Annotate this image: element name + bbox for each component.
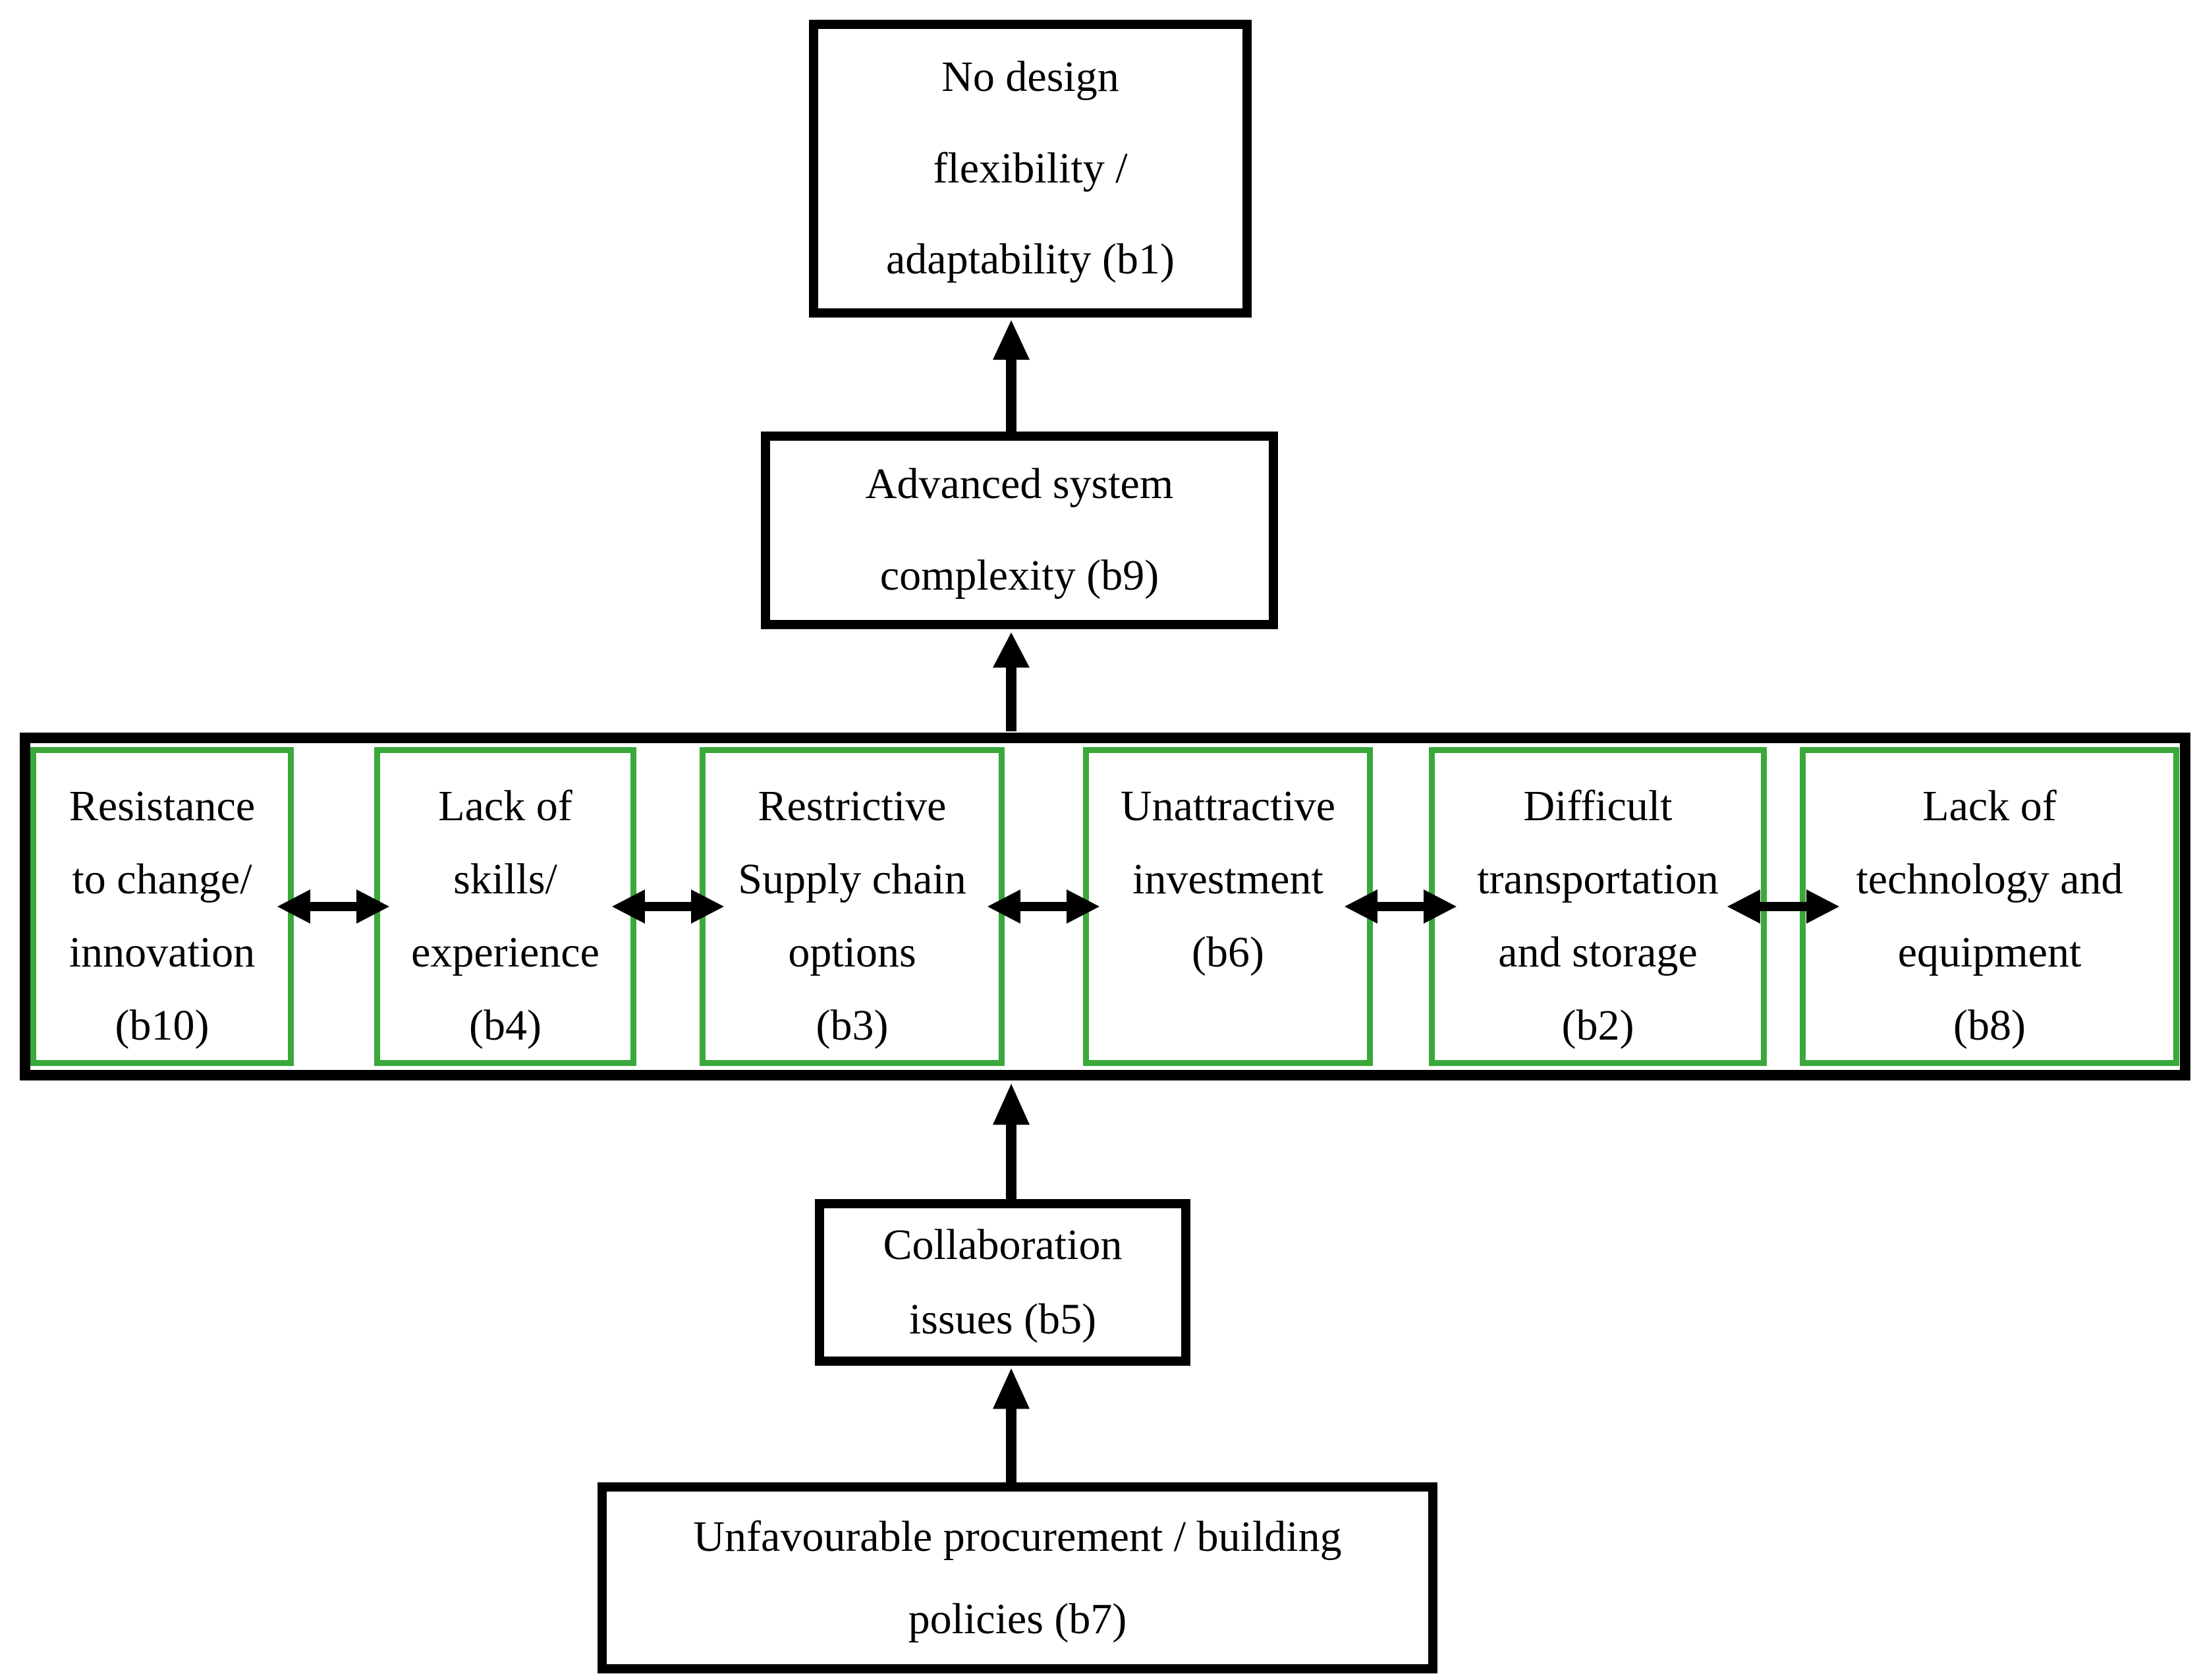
node-b1: No design flexibility / adaptability (b1…: [809, 20, 1252, 318]
arrow-b7-to-b5-icon: [993, 1368, 1030, 1482]
barrier-box-b4: Lack of skills/ experience (b4): [374, 747, 636, 1066]
barrier-box-b10: Resistance to change/ innovation (b10): [30, 747, 294, 1066]
barrier-box-b8: Lack of technology and equipment (b8): [1800, 747, 2179, 1066]
barrier-b4-label: Lack of skills/ experience (b4): [411, 782, 599, 1050]
double-arrow-b6-b2-icon: [1345, 889, 1457, 924]
barrier-box-b6: Unattractive investment (b6): [1083, 747, 1373, 1066]
double-arrow-b10-b4-icon: [277, 889, 389, 924]
barrier-box-b2: Difficult transportation and storage (b2…: [1429, 747, 1767, 1066]
double-arrow-b2-b8-icon: [1727, 889, 1839, 924]
double-arrow-b3-b6-icon: [987, 889, 1099, 924]
barrier-b8-label: Lack of technology and equipment (b8): [1856, 782, 2123, 1050]
node-b7: Unfavourable procurement / building poli…: [598, 1482, 1437, 1673]
node-b7-label: Unfavourable procurement / building poli…: [693, 1512, 1342, 1643]
arrow-row-to-b9-icon: [993, 632, 1030, 731]
node-b9: Advanced system complexity (b9): [761, 432, 1278, 629]
barrier-b10-label: Resistance to change/ innovation (b10): [69, 782, 256, 1050]
barrier-row: Resistance to change/ innovation (b10) L…: [20, 733, 2190, 1080]
arrow-b5-to-row-icon: [993, 1084, 1030, 1199]
node-b1-label: No design flexibility / adaptability (b1…: [885, 53, 1175, 284]
barrier-b2-label: Difficult transportation and storage (b2…: [1477, 782, 1719, 1050]
barrier-b6-label: Unattractive investment (b6): [1120, 782, 1336, 976]
node-b9-label: Advanced system complexity (b9): [865, 460, 1174, 600]
node-b5: Collaboration issues (b5): [815, 1199, 1190, 1366]
double-arrow-b4-b3-icon: [612, 889, 724, 924]
barrier-box-b3: Restrictive Supply chain options (b3): [700, 747, 1005, 1066]
barrier-b3-label: Restrictive Supply chain options (b3): [738, 782, 966, 1050]
node-b5-label: Collaboration issues (b5): [883, 1221, 1123, 1343]
arrow-b9-to-b1-icon: [993, 320, 1030, 432]
